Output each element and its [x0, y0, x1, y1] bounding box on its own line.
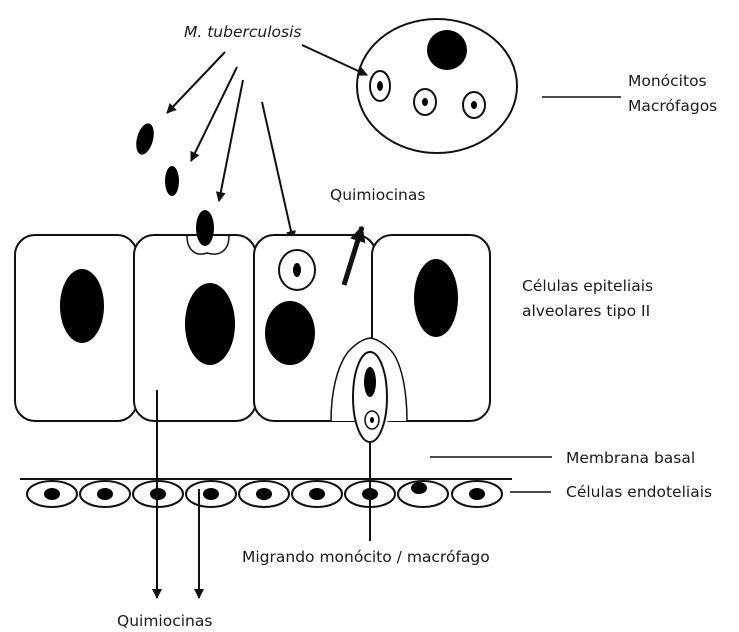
bacterium [165, 166, 179, 196]
basement-membrane-label: Membrana basal [566, 449, 695, 467]
endothelial-nucleus [44, 488, 60, 500]
phagocytosed-bacterium [370, 71, 390, 101]
migrating-monocyte-label: Migrando monócito / macrófago [242, 548, 490, 566]
monocytes-label: Monócitos [628, 72, 707, 90]
macrophages-label: Macrófagos [628, 97, 717, 115]
chemokines-bottom-label: Quimiocinas [117, 612, 212, 630]
epithelial-cell-2 [134, 210, 256, 421]
bacterium [196, 210, 214, 246]
monocyte-macrophage-cell [357, 19, 517, 153]
endothelial-label: Células endoteliais [566, 483, 712, 501]
endothelial-nucleus [469, 488, 485, 500]
epithelial-cell-1 [15, 235, 137, 421]
endothelial-nucleus [411, 482, 427, 494]
chemokines-top-label: Quimiocinas [330, 186, 425, 204]
phagocytosed-bacterium [463, 92, 485, 118]
endothelial-nucleus [203, 488, 219, 500]
epithelial-label-line2: alveolares tipo II [522, 302, 650, 320]
bacteria-label: M. tuberculosis [184, 23, 301, 41]
internalized-bacterium [279, 250, 315, 290]
epithelial-label-line1: Células epiteliais [522, 277, 653, 295]
bacteria-arrows [167, 45, 367, 240]
endothelial-nucleus [256, 488, 272, 500]
endothelial-nucleus [309, 488, 325, 500]
phagocytosed-bacterium [414, 89, 436, 115]
endothelial-cells [27, 481, 502, 507]
bacterium [133, 121, 157, 156]
endothelial-nucleus [97, 488, 113, 500]
